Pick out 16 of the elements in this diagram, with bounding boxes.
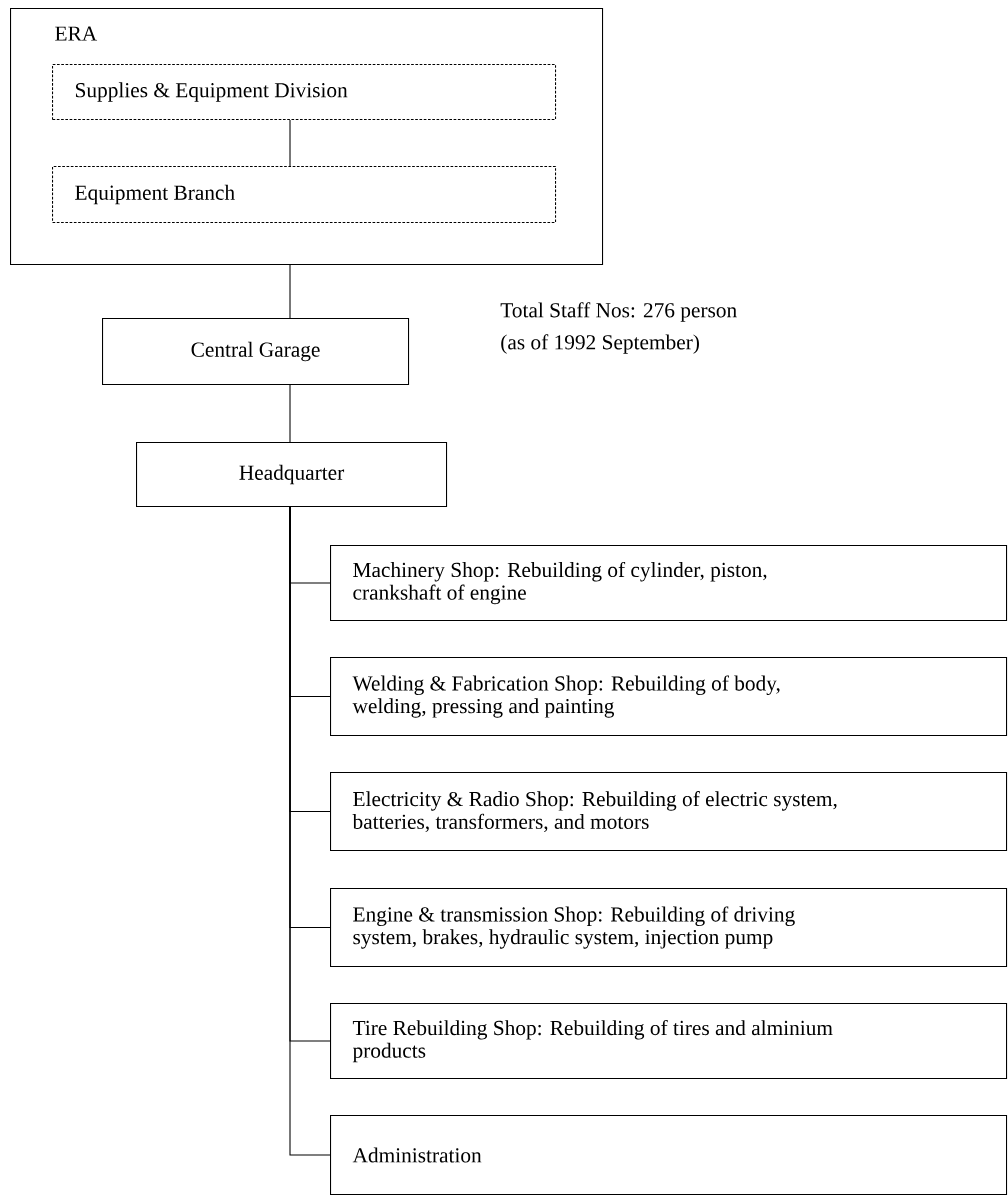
shop-box: Tire Rebuilding Shop: Rebuilding of tires and alminium products: [330, 1003, 1008, 1080]
garage-box: Central Garage: [102, 318, 410, 386]
shop-box: Electricity & Radio Shop: Rebuilding of electric system, batteries, transformers, and motors: [330, 772, 1008, 852]
note-text: (as of 1992 September): [501, 334, 699, 354]
shop-box: Machinery Shop: Rebuilding of cylinder, piston, crankshaft of engine: [330, 545, 1008, 622]
connector-line: [289, 264, 291, 319]
connector-line: [289, 119, 291, 167]
division-box: Supplies & Equipment Division: [52, 64, 557, 121]
branch-box: Equipment Branch: [52, 166, 557, 224]
connector-line: [289, 384, 291, 443]
shop-box: Engine & transmission Shop: Rebuilding of driving system, brakes, hydraulic system, injection pump: [330, 888, 1008, 968]
connector-line: [289, 506, 331, 1156]
shop-box: Welding & Fabrication Shop: Rebuilding of body, welding, pressing and painting: [330, 657, 1008, 737]
note-text: Total Staff Nos: 276 person: [500, 302, 737, 322]
headquarter-box: Headquarter: [136, 442, 448, 508]
office-box: Administration: [330, 1115, 1008, 1195]
